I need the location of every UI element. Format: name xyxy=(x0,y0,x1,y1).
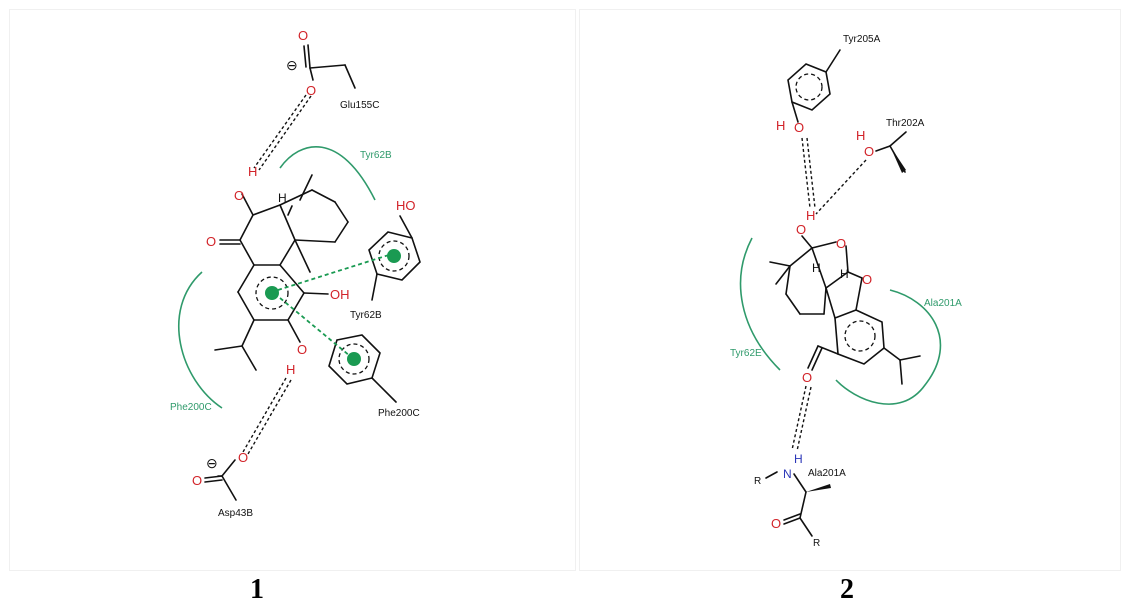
aromatic-ring-phe200c xyxy=(338,343,370,375)
residue-ala201a: Ala201A xyxy=(808,468,846,479)
atom-o-tyr: O xyxy=(794,120,804,135)
tyr205a-group xyxy=(787,49,841,123)
atom-o-top2: O xyxy=(306,83,316,98)
atom-o-aldehyde: O xyxy=(802,370,812,385)
aromatic-ring-ligand-1 xyxy=(255,276,289,310)
hbond-tyr205a xyxy=(801,137,811,209)
atom-o-ring1: O xyxy=(836,236,846,251)
atom-h-nh: H xyxy=(794,452,803,466)
residue-phe200c: Phe200C xyxy=(378,408,420,419)
atom-h-tyr: H xyxy=(776,118,785,133)
pocket-tyr62b xyxy=(279,146,376,201)
atom-o-top1: O xyxy=(298,28,308,43)
pi-stack-tyr62b xyxy=(277,253,393,291)
atom-o-amide: O xyxy=(771,516,781,531)
hbond-asp43b xyxy=(242,377,287,453)
residue-phe200c-pocket: Phe200C xyxy=(170,402,212,413)
thr202a-group xyxy=(875,131,907,173)
residue-glu155c: Glu155C xyxy=(340,100,379,111)
atom-ho-tyr: HO xyxy=(396,198,416,213)
hbond-ala201a xyxy=(791,385,807,451)
atom-o-keto: O xyxy=(206,234,216,249)
caption-2: 2 xyxy=(840,574,854,605)
residue-asp43b: Asp43B xyxy=(218,508,253,519)
residue-tyr62e-pocket: Tyr62E xyxy=(730,348,762,359)
atom-r-left: R xyxy=(754,476,761,487)
residue-tyr205a: Tyr205A xyxy=(843,34,881,45)
hbond-thr202a xyxy=(815,159,867,215)
atom-o-thr: O xyxy=(864,144,874,159)
atom-oh-right: OH xyxy=(330,287,350,302)
pi-centroid-ligand xyxy=(265,286,279,300)
atom-h-ring2: H xyxy=(840,267,849,281)
atom-h-ring: H xyxy=(278,191,287,205)
atom-o-lower: O xyxy=(297,342,307,357)
aromatic-ring-tyr62b xyxy=(378,240,410,272)
pocket-tyr62e xyxy=(739,237,781,371)
pi-centroid-phe200c xyxy=(347,352,361,366)
residue-thr202a: Thr202A xyxy=(886,118,925,129)
pi-stack-phe200c xyxy=(279,297,351,357)
diagram-panel-1: O O ⊖ Glu155C Tyr62B Phe200C xyxy=(10,10,575,570)
interaction-diagram-1: O O ⊖ Glu155C Tyr62B Phe200C xyxy=(170,28,421,519)
atom-o-lig: O xyxy=(796,222,806,237)
caption-1: 1 xyxy=(250,574,264,605)
atom-o-ring2: O xyxy=(862,272,872,287)
atom-o-hydroxyl: O xyxy=(234,188,244,203)
hbond-glu155c-2 xyxy=(258,95,312,171)
aromatic-ring-ligand-2 xyxy=(844,320,876,352)
charge-top: ⊖ xyxy=(286,57,298,73)
residue-tyr62b: Tyr62B xyxy=(350,310,382,321)
diagram-panel-2: Tyr205A H O Thr202A H O H O Tyr62E Ala20… xyxy=(580,10,1120,570)
ala201a-group xyxy=(765,471,831,537)
hbond-asp43b-2 xyxy=(247,379,292,455)
glu155c-group xyxy=(303,44,356,89)
phe200c-ring xyxy=(328,334,397,403)
tyr62b-ring xyxy=(368,215,421,301)
hbond-tyr205a-2 xyxy=(806,137,816,209)
atom-n-nh: N xyxy=(783,467,792,481)
atom-h-thr: H xyxy=(856,128,865,143)
aromatic-ring-tyr205a xyxy=(795,73,823,101)
pocket-phe200c xyxy=(178,271,223,409)
asp43b-group xyxy=(204,459,237,501)
ligand-1-skeleton xyxy=(214,174,349,371)
residue-tyr62b-pocket: Tyr62B xyxy=(360,150,392,161)
residue-ala201a-pocket: Ala201A xyxy=(924,298,962,309)
pocket-ala201a xyxy=(835,289,942,405)
interaction-diagram-2: Tyr205A H O Thr202A H O H O Tyr62E Ala20… xyxy=(730,34,962,549)
ligand-2-skeleton xyxy=(769,235,921,385)
atom-o-asp1: O xyxy=(238,450,248,465)
atom-h-lig: H xyxy=(806,208,815,223)
atom-h-hydroxyl: H xyxy=(248,164,257,179)
atom-r-right: R xyxy=(813,538,820,549)
atom-h-ring1: H xyxy=(812,261,821,275)
atom-o-asp2: O xyxy=(192,473,202,488)
charge-bottom: ⊖ xyxy=(206,455,218,471)
hbond-glu155c xyxy=(253,94,307,169)
pi-centroid-tyr62b xyxy=(387,249,401,263)
atom-h-lower: H xyxy=(286,362,295,377)
